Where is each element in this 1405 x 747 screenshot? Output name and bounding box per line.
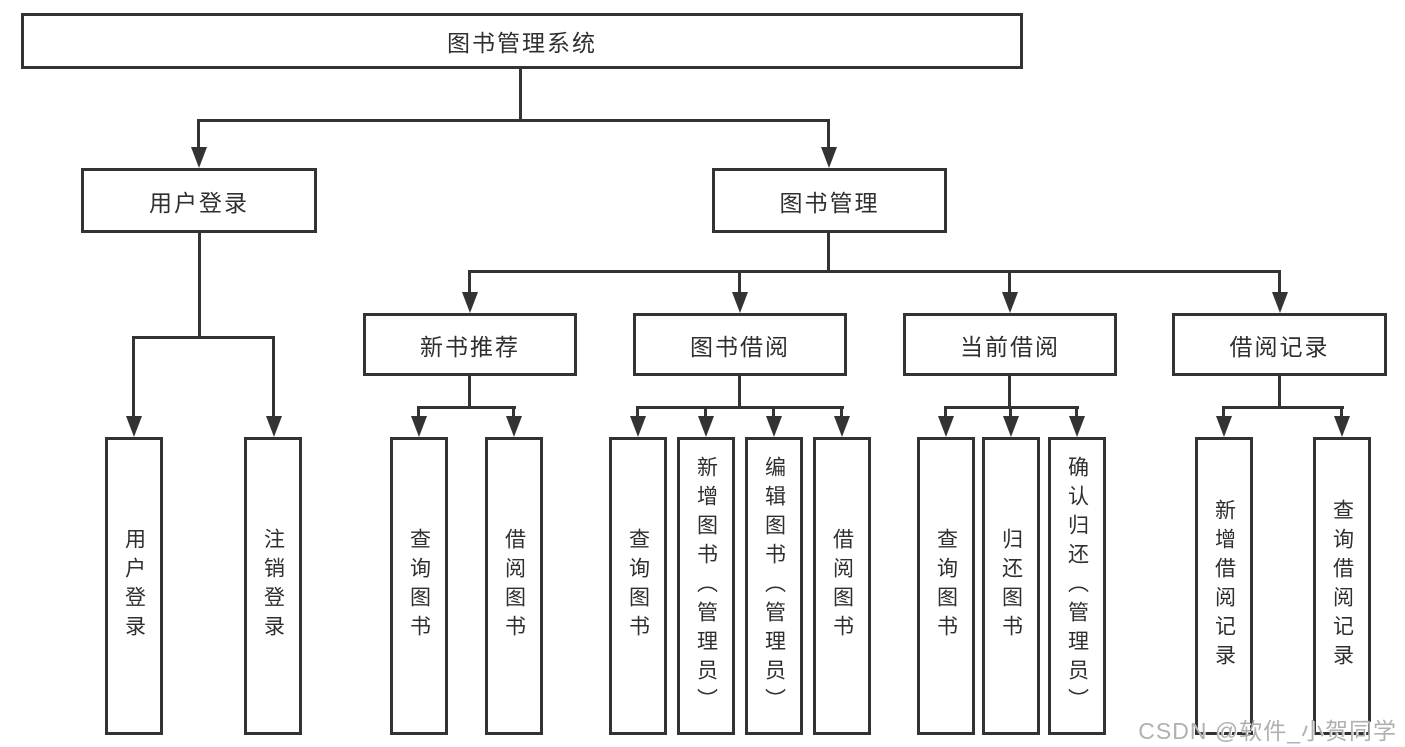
leaf-current-query-book: 查询图书 <box>917 437 975 735</box>
connector-arrow <box>840 406 843 416</box>
connector-arrow <box>417 406 420 416</box>
connector-vline <box>198 233 201 336</box>
connector-arrow <box>1008 270 1011 292</box>
connector-arrow <box>512 406 515 416</box>
leaf-records-query-borrow-record: 查询借阅记录 <box>1313 437 1371 735</box>
leaf-borrowing-query-book: 查询图书 <box>609 437 667 735</box>
connector-vline <box>1008 376 1011 406</box>
connector-arrow <box>704 406 707 416</box>
connector-hline <box>468 270 1280 273</box>
connector-arrow <box>738 270 741 292</box>
leaf-user-login: 用户登录 <box>105 437 163 735</box>
connector-arrow <box>468 270 471 292</box>
leaf-records-add-borrow-record: 新增借阅记录 <box>1195 437 1253 735</box>
connector-arrow <box>772 406 775 416</box>
node-user-login: 用户登录 <box>81 168 317 233</box>
connector-vline <box>468 376 471 406</box>
connector-arrow <box>1340 406 1343 416</box>
leaf-borrowing-edit-book-admin: 编辑图书（管理员） <box>745 437 803 735</box>
node-current-borrowing: 当前借阅 <box>903 313 1117 376</box>
connector-hline <box>197 119 829 122</box>
node-book-borrowing: 图书借阅 <box>633 313 847 376</box>
connector-vline <box>827 233 830 270</box>
watermark-text: CSDN @软件_小贺同学 <box>1138 718 1397 744</box>
node-new-book-recommend: 新书推荐 <box>363 313 577 376</box>
node-system-root: 图书管理系统 <box>21 13 1023 69</box>
connector-hline <box>1222 406 1344 409</box>
connector-arrow <box>827 119 830 147</box>
leaf-current-confirm-return-admin: 确认归还（管理员） <box>1048 437 1106 735</box>
leaf-borrowing-add-book-admin: 新增图书（管理员） <box>677 437 735 735</box>
leaf-borrowing-borrow-book: 借阅图书 <box>813 437 871 735</box>
connector-arrow <box>1222 406 1225 416</box>
connector-arrow <box>1278 270 1281 292</box>
connector-arrow <box>944 406 947 416</box>
connector-arrow <box>272 336 275 416</box>
connector-vline <box>519 69 522 119</box>
node-book-management: 图书管理 <box>712 168 947 233</box>
leaf-logout: 注销登录 <box>244 437 302 735</box>
connector-hline <box>132 336 274 339</box>
connector-arrow <box>197 119 200 147</box>
connector-arrow <box>636 406 639 416</box>
connector-arrow <box>1075 406 1078 416</box>
connector-arrow <box>1009 406 1012 416</box>
leaf-recommend-borrow-book: 借阅图书 <box>485 437 543 735</box>
node-borrowing-records: 借阅记录 <box>1172 313 1387 376</box>
leaf-recommend-query-book: 查询图书 <box>390 437 448 735</box>
leaf-current-return-book: 归还图书 <box>982 437 1040 735</box>
connector-vline <box>738 376 741 406</box>
connector-vline <box>1278 376 1281 406</box>
connector-hline <box>417 406 516 409</box>
connector-hline <box>636 406 844 409</box>
connector-arrow <box>132 336 135 416</box>
